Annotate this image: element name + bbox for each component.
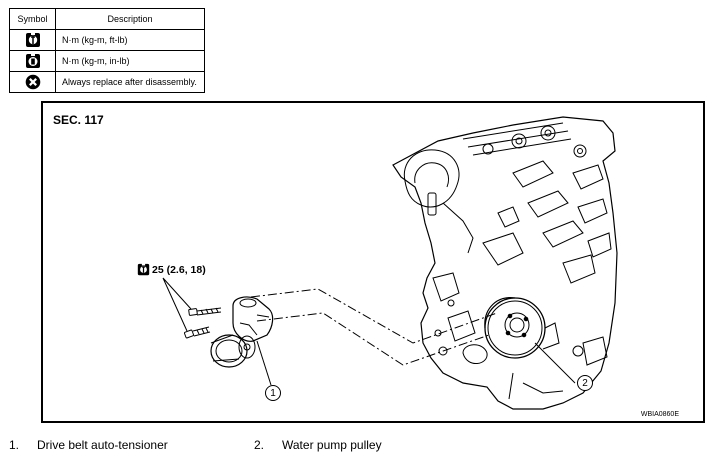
legend-description: Always replace after disassembly. <box>55 71 205 93</box>
legend-header-row: Symbol Description <box>9 8 205 30</box>
legend-row: N·m (kg-m, in-lb) <box>9 50 205 72</box>
drive-belt-auto-tensioner <box>210 296 274 368</box>
part-item: 1. Drive belt auto-tensioner <box>9 438 168 452</box>
legend-header-symbol: Symbol <box>9 8 56 30</box>
part-number: 1. <box>9 438 20 452</box>
legend-symbol-cell <box>9 71 56 93</box>
torque-wrench-in-lb-icon <box>25 53 40 68</box>
water-pump-pulley <box>484 297 546 359</box>
legend-row: Always replace after disassembly. <box>9 71 205 93</box>
always-replace-icon <box>25 74 40 90</box>
legend-header-description: Description <box>55 8 205 30</box>
figure-id: WBIA0860E <box>640 411 679 418</box>
torque-spec-callout: 25 (2.6, 18) <box>137 263 206 276</box>
part-name: Drive belt auto-tensioner <box>37 438 168 452</box>
callout-2: 2 <box>577 375 593 391</box>
legend-row: N·m (kg-m, ft-lb) <box>9 29 205 51</box>
section-label: SEC. 117 <box>53 113 104 127</box>
legend-symbol-cell <box>9 50 56 72</box>
callout-1: 1 <box>265 385 281 401</box>
engine-diagram-figure: SEC. 117 25 (2.6, 18) 1 2 WBIA0860E <box>41 101 705 423</box>
torque-wrench-ft-lb-icon <box>137 263 150 276</box>
tensioner-bolt-upper <box>188 307 222 316</box>
engine-block <box>392 116 618 410</box>
part-item: 2. Water pump pulley <box>254 438 382 452</box>
torque-spec-text: 25 (2.6, 18) <box>152 263 206 276</box>
part-number: 2. <box>254 438 265 452</box>
part-name: Water pump pulley <box>282 438 382 452</box>
legend-description: N·m (kg-m, ft-lb) <box>55 29 205 51</box>
torque-wrench-ft-lb-icon <box>25 32 40 47</box>
legend-description: N·m (kg-m, in-lb) <box>55 50 205 72</box>
tensioner-bolt-lower <box>183 326 211 339</box>
engine-line-drawing <box>162 116 618 410</box>
legend-symbol-cell <box>9 29 56 51</box>
symbol-legend-table: Symbol Description N·m (kg-m, ft-lb) N·m… <box>9 8 205 93</box>
timing-cover <box>403 149 460 208</box>
